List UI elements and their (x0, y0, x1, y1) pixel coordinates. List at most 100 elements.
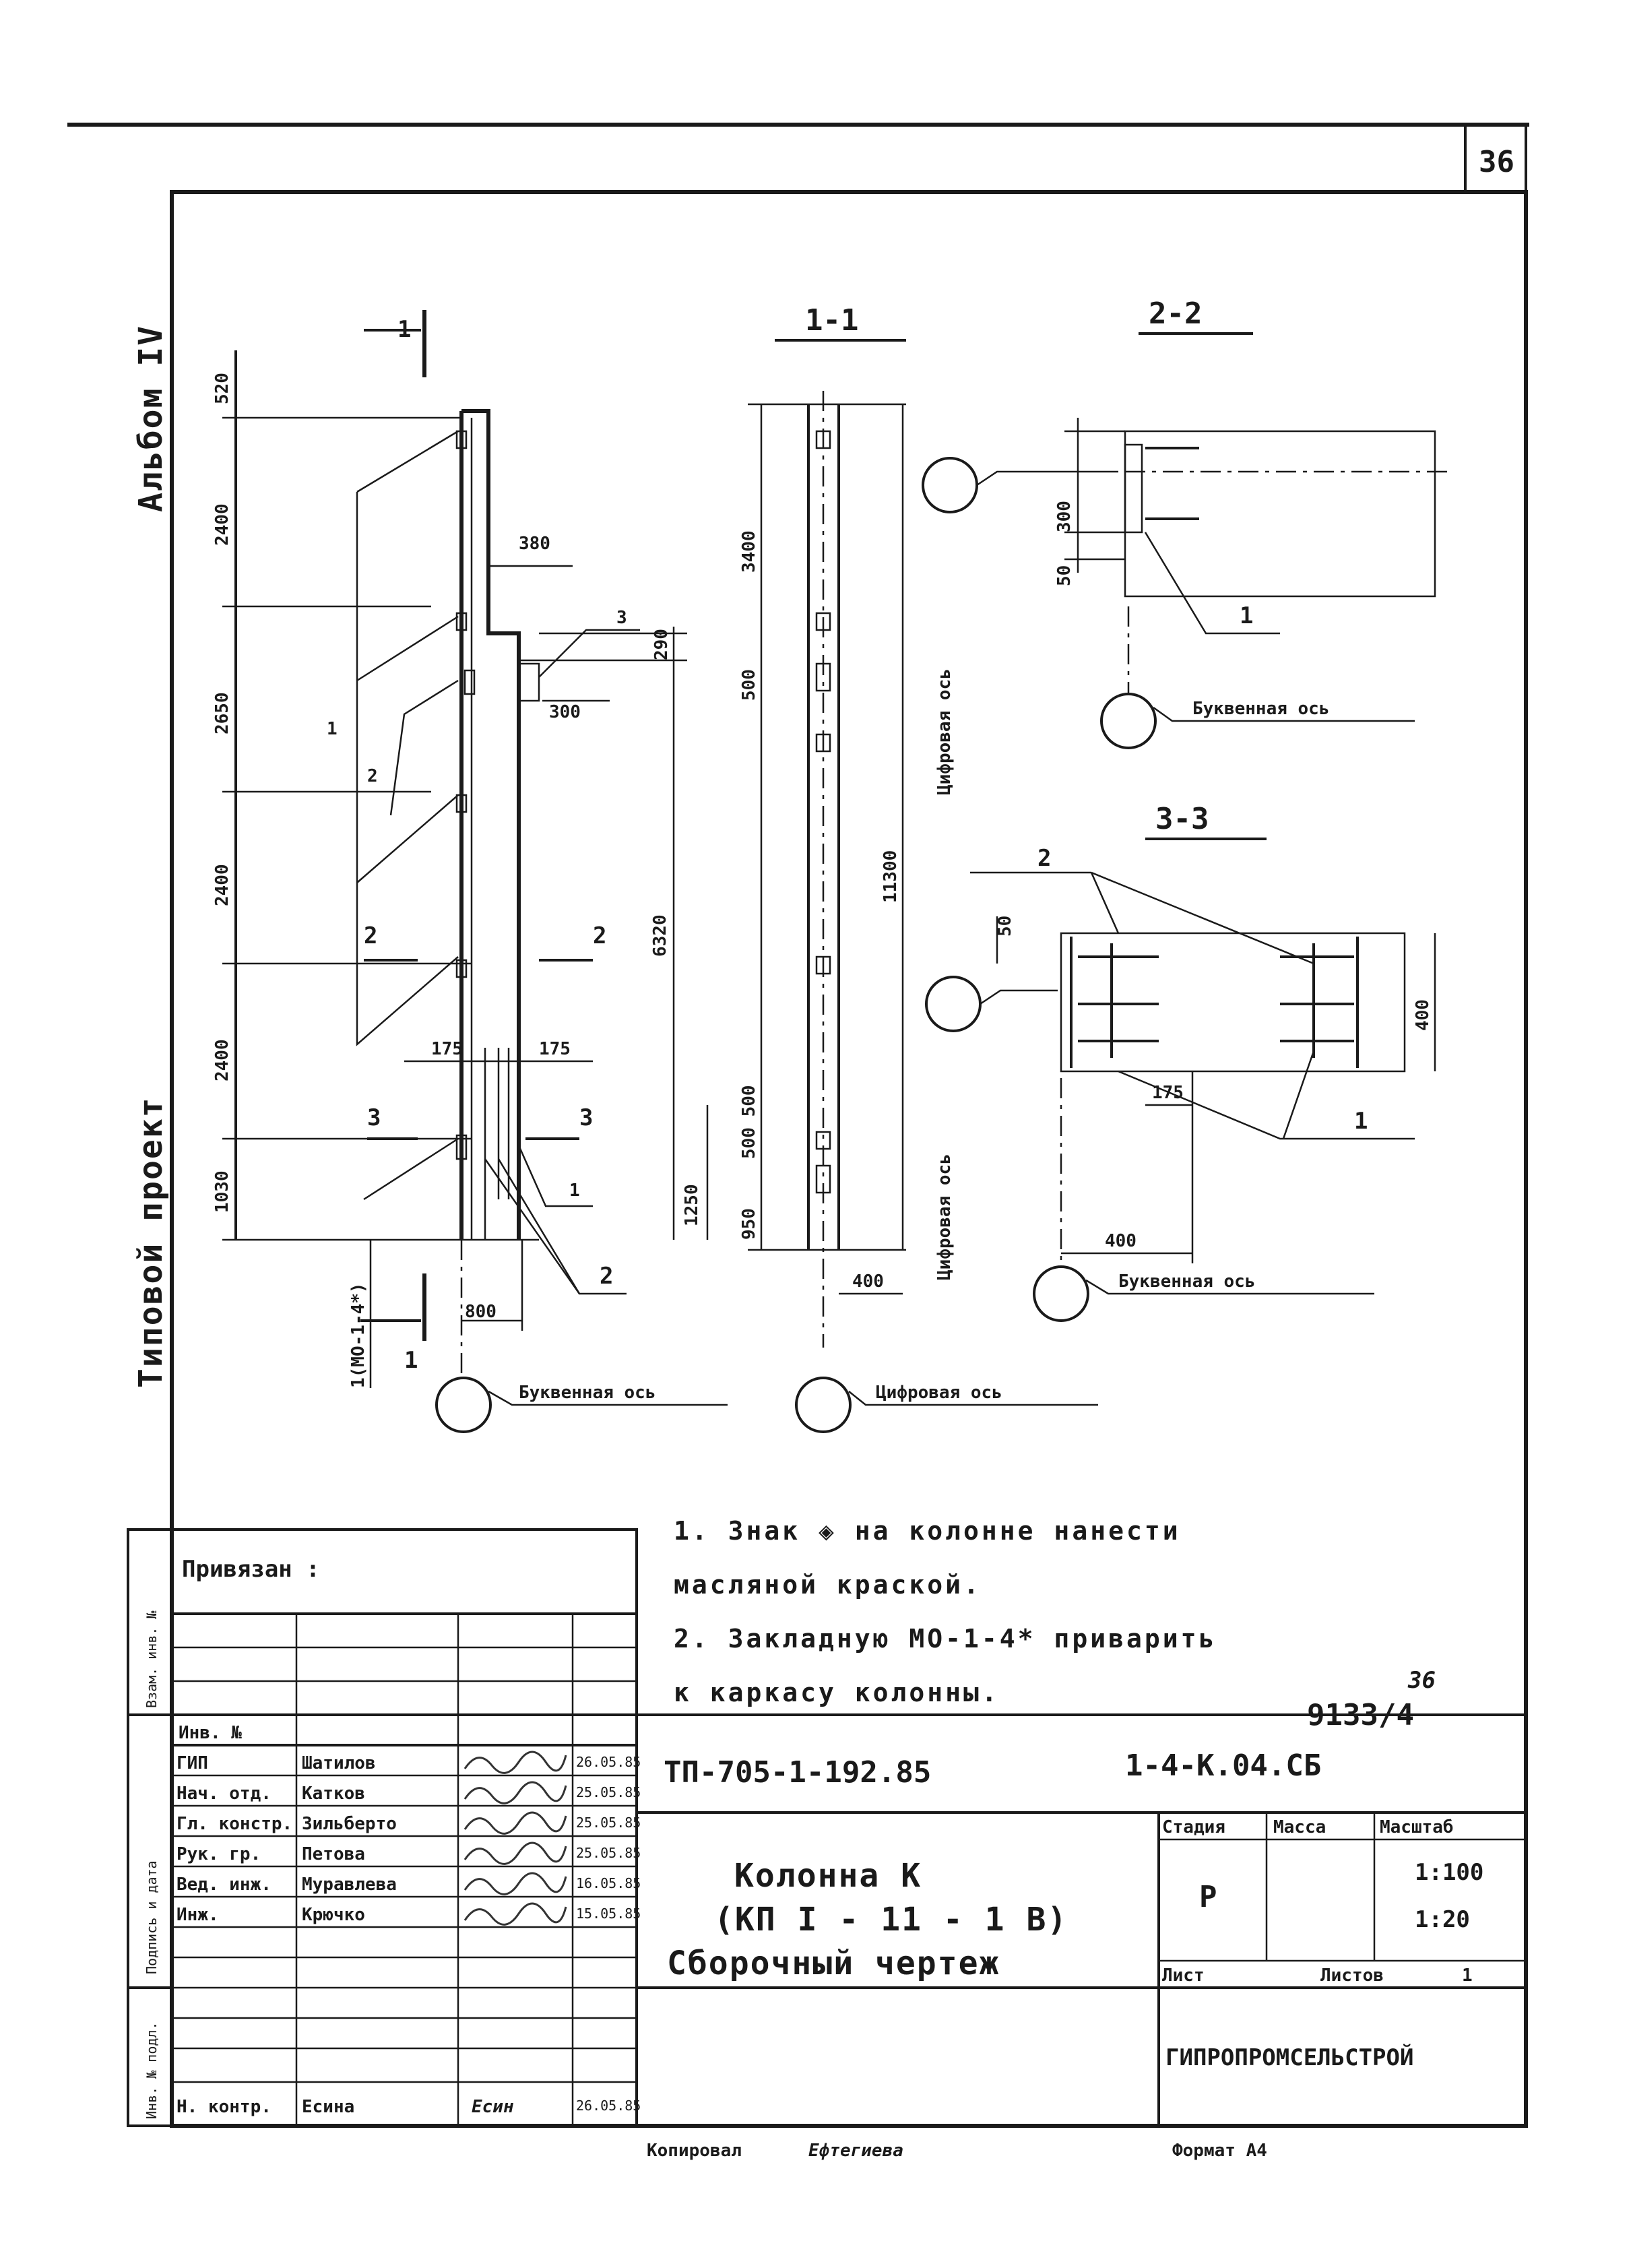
drawing-frame (170, 190, 1528, 2128)
note-line-4: к каркасу колонны. (674, 1678, 1000, 1707)
section-1-1-title: 1-1 (805, 303, 858, 338)
stamp-role-4: Рук. гр. (177, 1844, 261, 1864)
stamp-sheets-label: Листов (1320, 1965, 1384, 1986)
section-mark-1-bottom: 1 (404, 1347, 418, 1374)
leader-label-1-bottom: 1 (569, 1180, 580, 1201)
general-notes: 1. Знак ◈ на колонне нанести масляной кр… (674, 1516, 1436, 1732)
dim-800: 800 (465, 1302, 497, 1322)
margin-label-substitution: Взам. инв. № (143, 1610, 160, 1708)
stamp-name-6: Крючко (302, 1905, 365, 1925)
section-1-1-dim-950: 950 (739, 1208, 759, 1240)
stamp-stage: Р (1199, 1880, 1217, 1914)
note-line-2: масляной краской. (674, 1570, 982, 1600)
stamp-date-1: 26.05.85 (576, 1754, 641, 1770)
dim-2650: 2650 (212, 692, 232, 734)
stamp-title-2: (КП I - 11 - 1 В) (714, 1901, 1068, 1939)
stamp-inv-no: Инв. № (179, 1723, 242, 1743)
stamp-date-5: 16.05.85 (576, 1875, 641, 1891)
section-1-1-dim-500: 500 (739, 669, 759, 701)
sheet-number: 36 (1479, 145, 1514, 179)
stamp-name-1: Шатилов (302, 1753, 376, 1773)
stamp-stage-label: Стадия (1162, 1817, 1225, 1837)
ref-sup: 36 (1407, 1667, 1436, 1694)
stamp-privyazan: Привязан : (182, 1556, 320, 1583)
stamp-name-5: Муравлева (302, 1875, 397, 1895)
stamp-sheets-count: 1 (1462, 1965, 1473, 1986)
embed-label: 1(МО-1-4*) (348, 1282, 369, 1388)
section-3-3-axis-label: Буквенная ось (1118, 1271, 1256, 1292)
dim-1250: 1250 (682, 1184, 702, 1226)
stamp-role-1: ГИП (177, 1753, 208, 1773)
stamp-control-role: Н. контр. (177, 2097, 271, 2117)
stamp-role-6: Инж. (177, 1905, 219, 1925)
section-3-3-dim-400-v: 400 (1413, 999, 1433, 1031)
title-block: Привязан : Инв. № (170, 1528, 1526, 2127)
stamp-date-6: 15.05.85 (576, 1905, 641, 1922)
section-1-1-dim-11300: 11300 (881, 850, 901, 903)
stamp-date-2: 25.05.85 (576, 1784, 641, 1800)
section-3-3-dim-175: 175 (1152, 1083, 1184, 1103)
dim-300: 300 (549, 702, 581, 722)
stamp-control-date: 26.05.85 (576, 2098, 641, 2114)
leader-label-1: 1 (327, 719, 338, 739)
sheet-number-box (1464, 123, 1527, 193)
section-1-1-axis-label: Цифровая ось (876, 1383, 1002, 1403)
dim-1030: 1030 (212, 1170, 232, 1213)
footer-copied: Копировал (647, 2141, 742, 2161)
axis-circle-1-1 (795, 1377, 852, 1433)
stamp-role-3: Гл. констр. (177, 1814, 292, 1834)
dim-520: 520 (212, 373, 232, 404)
section-1-1-axis-bottom: Цифровая ось (934, 1154, 955, 1280)
section-2-2-dim-50: 50 (1054, 565, 1075, 586)
section-3-3-dim-50: 50 (995, 916, 1015, 937)
note-line-3: 2. Закладную МО-1-4* приварить (674, 1624, 1217, 1653)
stamp-org: ГИПРОПРОМСЕЛЬСТРОЙ (1165, 2044, 1413, 2071)
stamp-control-name: Есина (302, 2097, 354, 2117)
dim-175-b: 175 (539, 1039, 571, 1059)
dim-2400-a: 2400 (212, 503, 232, 546)
section-3-3: 3-3 2 50 400 175 1 400 Буквенна (925, 802, 1436, 1322)
axis-circle-3-3 (1033, 1265, 1089, 1322)
section-1-1: 1-1 3400 500 11300 500 500 950 400 Цифро… (739, 303, 1098, 1433)
section-2-2-axis-label: Буквенная ось (1192, 699, 1330, 719)
album-label: Альбом IV (132, 325, 170, 512)
stamp-title-3: Сборочный чертеж (667, 1945, 1000, 1982)
stamp-sheet-code: 1-4-К.04.СБ (1125, 1749, 1321, 1783)
footer-format: Формат А4 (1172, 2141, 1267, 2161)
dim-380: 380 (519, 534, 550, 554)
section-1-1-dim-3400: 3400 (739, 530, 759, 573)
margin-label-original-inv: Инв. № подл. (143, 2022, 160, 2120)
project-type-label: Типовой проект (132, 1096, 170, 1388)
leader-label-2-bottom: 2 (600, 1263, 613, 1290)
footer-copied-name: Ефтегиева (808, 2141, 903, 2161)
section-2-2-title: 2-2 (1149, 296, 1202, 331)
stamp-name-4: Петова (302, 1844, 365, 1864)
stamp-date-3: 25.05.85 (576, 1815, 641, 1831)
axis-label-main: Буквенная ось (519, 1383, 656, 1403)
dim-2400-c: 2400 (212, 1039, 232, 1081)
section-mark-3-right: 3 (579, 1104, 593, 1131)
stamp-name-2: Катков (302, 1784, 365, 1804)
leader-label-2: 2 (367, 766, 378, 786)
margin-label-signature: Подпись и дата (143, 1860, 160, 1974)
axis-circle-2-2 (1100, 693, 1157, 749)
dim-6320: 6320 (650, 914, 670, 957)
stamp-date-4: 25.05.85 (576, 1845, 641, 1861)
left-margin-strip: Взам. инв. № Подпись и дата Инв. № подл. (127, 1528, 173, 2127)
section-2-2-dim-300: 300 (1054, 501, 1075, 532)
stamp-role-2: Нач. отд. (177, 1784, 271, 1804)
main-elevation-view: 520 2400 2650 2400 2400 1030 1 2 380 290… (212, 310, 728, 1433)
signatures (463, 1751, 567, 1926)
section-1-1-axis-top: Цифровая ось (934, 668, 955, 795)
dim-290: 290 (651, 629, 672, 660)
note-line-1: 1. Знак ◈ на колонне нанести (674, 1516, 1181, 1546)
section-mark-1-top: 1 (397, 316, 411, 343)
section-1-1-dim-400: 400 (852, 1271, 884, 1292)
stamp-sheet-label: Лист (1162, 1965, 1205, 1986)
section-1-1-dim-500-500: 500 500 (739, 1085, 759, 1159)
section-2-2: 2-2 300 50 1 Буквенная ось (922, 296, 1448, 749)
section-2-2-leader: 1 (1240, 602, 1253, 629)
stamp-role-5: Вед. инж. (177, 1875, 271, 1895)
section-3-3-dim-400-h: 400 (1105, 1231, 1137, 1251)
